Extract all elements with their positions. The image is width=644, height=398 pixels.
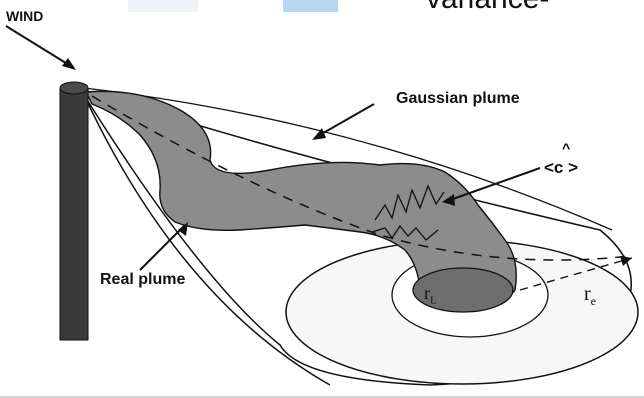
stack-top <box>60 82 88 94</box>
real-arrow-icon <box>140 226 184 270</box>
gaussian-arrow-icon <box>318 104 374 136</box>
c-hat-label: <c > <box>544 158 578 178</box>
stack-pillar <box>60 88 88 340</box>
gaussian-plume-label: Gaussian plume <box>396 90 520 108</box>
real-plume-label: Real plume <box>100 271 185 289</box>
r-e-label: re <box>584 283 596 309</box>
r-e-subscript: e <box>591 294 596 308</box>
r-e-main: r <box>584 283 591 305</box>
wind-label: WIND <box>6 8 43 24</box>
wind-arrow-icon <box>6 26 74 68</box>
r-l-label: rL <box>424 283 437 307</box>
c-hat-accent: ^ <box>562 140 570 156</box>
r-l-subscript: L <box>430 295 437 307</box>
